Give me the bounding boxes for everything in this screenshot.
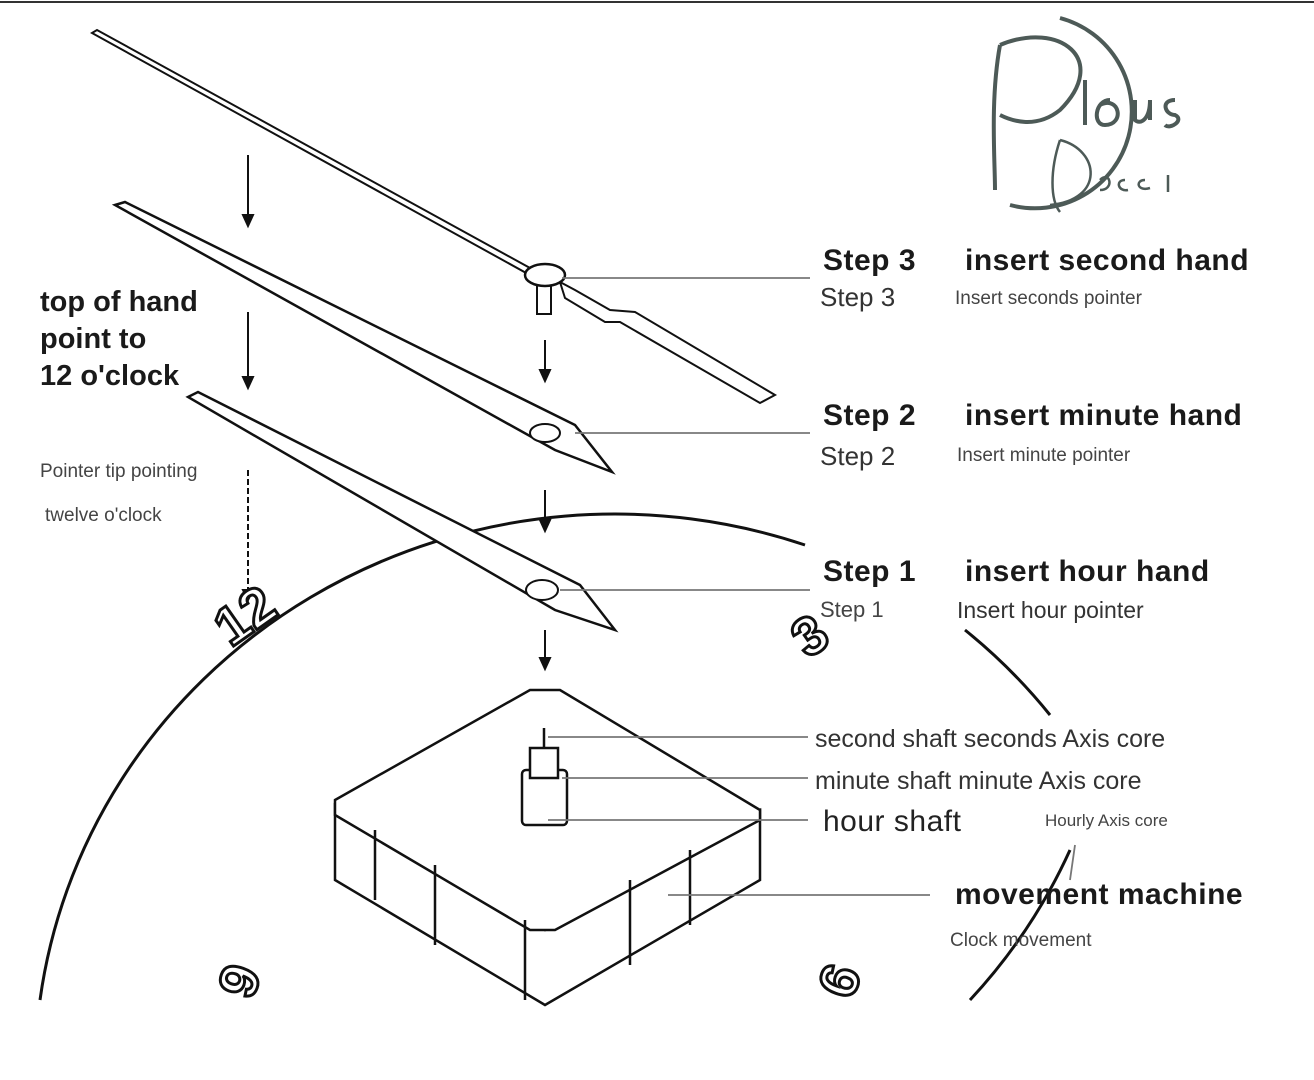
hour-hand (185, 390, 619, 633)
step1-desc: Insert hour pointer (957, 597, 1144, 623)
left-note: top of hand point to 12 o'clock (40, 284, 198, 395)
step3-label: Step 3 (823, 244, 917, 277)
step2-small: Step 2 (820, 441, 896, 471)
second-shaft-label: second shaft seconds Axis core (815, 725, 1166, 753)
hour-shaft-desc: Hourly Axis core (1045, 811, 1168, 830)
left-note-line: point to (40, 323, 147, 355)
movement-desc: Clock movement (950, 930, 1092, 951)
step3-title: insert second hand (965, 244, 1250, 277)
arrows (241, 155, 552, 672)
dial-arc-lower (968, 849, 1072, 1002)
leader-lines (548, 277, 1076, 896)
dial-arc-right (964, 628, 1052, 716)
dial-arc (38, 512, 806, 1001)
step2-title: insert minute hand (965, 399, 1243, 432)
step2-label: Step 2 (823, 399, 917, 432)
pious-decor-logo (991, 16, 1181, 213)
step3-small: Step 3 (820, 282, 896, 312)
minute-shaft-label: minute shaft minute Axis core (815, 767, 1142, 795)
minute-hand (111, 200, 616, 475)
step3-desc: Insert seconds pointer (955, 288, 1142, 309)
left-note-sub: Pointer tip pointing (40, 461, 198, 482)
second-hand (89, 28, 778, 405)
movement-label: movement machine (955, 878, 1244, 911)
left-note-sub: twelve o'clock (45, 505, 162, 526)
step1-label: Step 1 (823, 555, 917, 588)
left-note-line: top of hand (40, 286, 198, 318)
left-note-line: 12 o'clock (40, 360, 180, 392)
hour-shaft-label: hour shaft (823, 805, 962, 838)
step1-title: insert hour hand (965, 555, 1210, 588)
step2-desc: Insert minute pointer (957, 445, 1131, 466)
step1-small: Step 1 (820, 597, 884, 622)
clock-movement (333, 688, 762, 1007)
